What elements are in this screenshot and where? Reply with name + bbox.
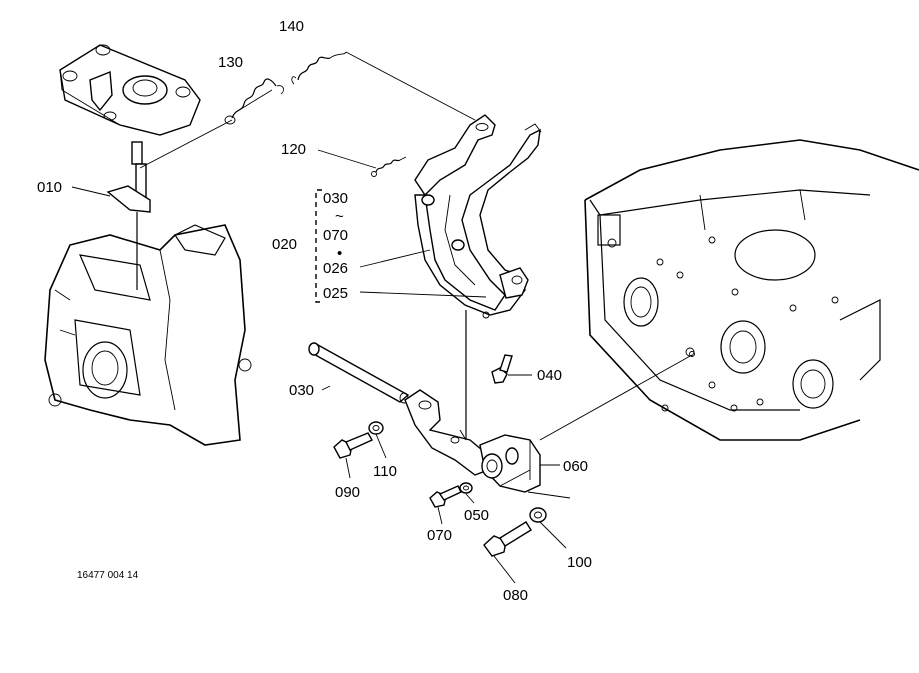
label-080: 080: [503, 587, 528, 604]
engine-housing-left: [44, 224, 252, 446]
label-040: 040: [537, 367, 562, 384]
label-130: 130: [218, 54, 243, 71]
washer-110: [368, 421, 384, 435]
engine-block-right: [584, 139, 919, 441]
governor-shaft-010: [106, 141, 151, 290]
label-050: 050: [464, 507, 489, 524]
label-020: 020: [272, 236, 297, 253]
label-070-group: 070: [323, 227, 348, 244]
label-030-group: 030: [323, 190, 348, 207]
label-030: 030: [289, 382, 314, 399]
bolt-090: [333, 432, 373, 459]
bolt-070: [429, 485, 462, 508]
bolt-040: [491, 354, 513, 384]
lower-link: [404, 389, 489, 476]
spring-140: [291, 51, 347, 85]
bracket-060: [479, 434, 541, 493]
label-060: 060: [563, 458, 588, 475]
group-bracket-020: [315, 189, 322, 303]
leader-lines: [71, 51, 695, 584]
nut-050: [459, 482, 473, 494]
spring-130: [224, 78, 284, 125]
label-range-mark: ~: [335, 208, 344, 225]
figure-code: 16477 004 14: [77, 570, 139, 581]
label-025: 025: [323, 285, 348, 302]
cover-plate: [59, 44, 201, 136]
label-090: 090: [335, 484, 360, 501]
label-120: 120: [281, 141, 306, 158]
label-110: 110: [373, 463, 397, 480]
shaft-030: [308, 342, 410, 404]
washer-100: [529, 507, 547, 523]
governor-lever-assembly: [414, 114, 542, 440]
label-140: 140: [279, 18, 304, 35]
label-070: 070: [427, 527, 452, 544]
label-bullet-mark: •: [337, 245, 342, 262]
label-026: 026: [323, 260, 348, 277]
label-100: 100: [567, 554, 592, 571]
spring-120: [371, 156, 407, 177]
bolt-080: [483, 521, 532, 557]
label-010: 010: [37, 179, 62, 196]
